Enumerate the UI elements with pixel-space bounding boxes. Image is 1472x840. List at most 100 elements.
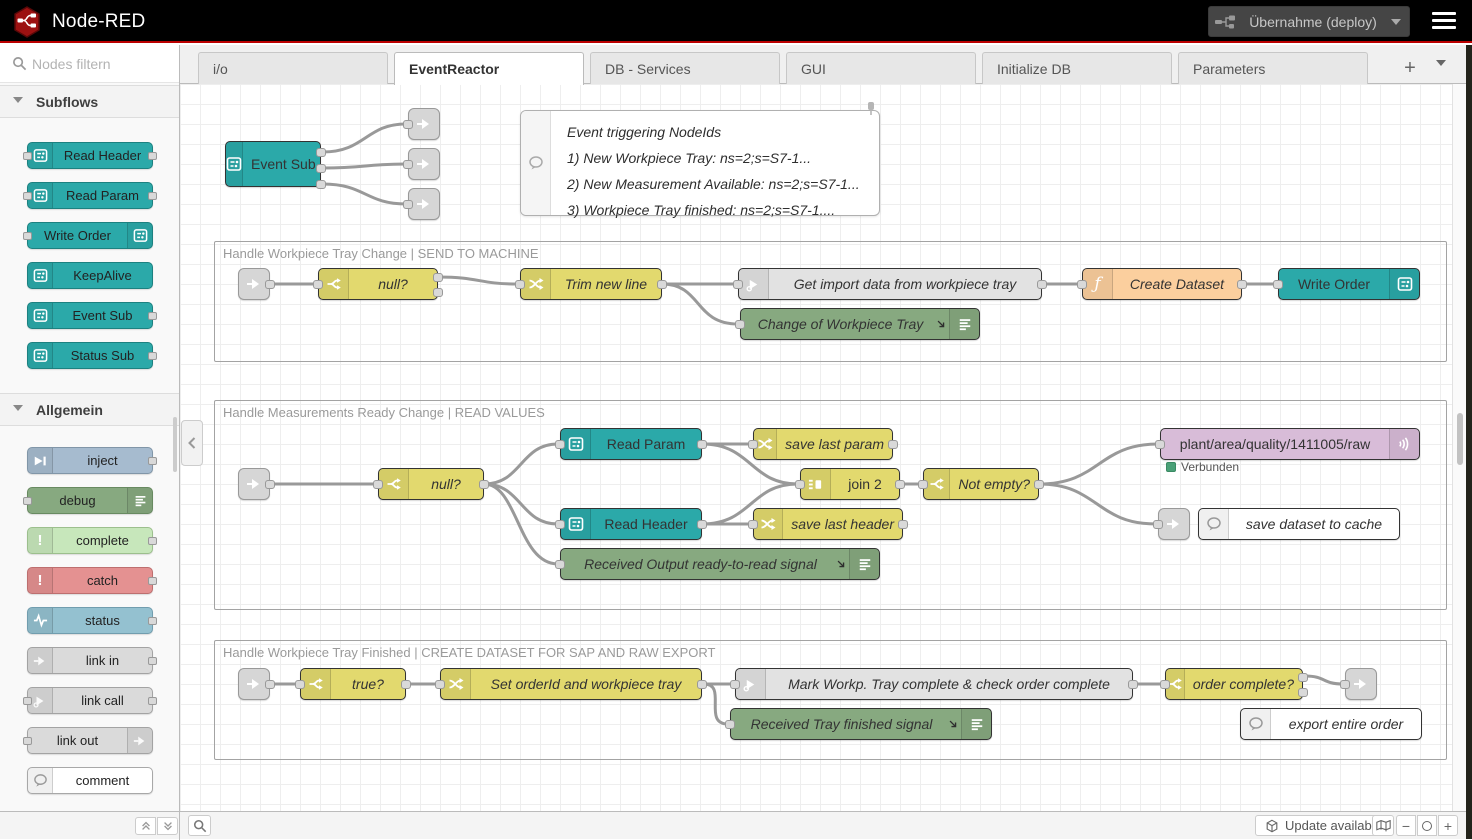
node-port[interactable] [435,680,445,689]
group-send-to-machine[interactable]: Handle Workpiece Tray Change | SEND TO M… [214,241,1447,362]
expand-all-button[interactable] [157,817,178,835]
node-port[interactable] [313,280,323,289]
node-port[interactable] [555,520,565,529]
node-port[interactable] [316,180,326,189]
node-subflow-write-order[interactable]: Write Order [1273,268,1420,300]
node-link-in[interactable] [238,468,275,500]
node-comment-export-order[interactable]: export entire order [1240,708,1422,740]
node-port[interactable] [1037,280,1047,289]
palette-section-subflows[interactable]: Subflows [0,85,179,118]
node-link-in[interactable] [238,668,275,700]
node-port[interactable] [730,680,740,689]
tab-db-services[interactable]: DB - Services [590,52,780,84]
node-port[interactable] [479,480,489,489]
node-port[interactable] [148,192,157,200]
node-port[interactable] [433,273,443,282]
zoom-in-button[interactable]: + [1438,815,1458,836]
node-port[interactable] [23,232,32,240]
node-debug-received-tray-finished[interactable]: Received Tray finished signal [725,708,992,740]
node-port[interactable] [1160,680,1170,689]
tab-gui[interactable]: GUI [786,52,976,84]
node-port[interactable] [1128,680,1138,689]
node-switch-true[interactable]: true? [295,668,411,700]
node-port[interactable] [555,560,565,569]
node-port[interactable] [148,537,157,545]
zoom-out-button[interactable]: − [1396,815,1416,836]
collapse-all-button[interactable] [135,817,156,835]
node-port[interactable] [1155,440,1165,449]
palette-node-inject[interactable]: inject [27,447,157,474]
palette-search[interactable] [0,45,179,83]
palette-node-link-out[interactable]: link out [23,727,153,754]
node-link-out[interactable] [403,188,440,220]
node-port[interactable] [898,520,908,529]
node-port[interactable] [148,312,157,320]
node-switch-not-empty[interactable]: Not empty? [918,468,1044,500]
node-port[interactable] [697,440,707,449]
node-link-call-get-import[interactable]: Get import data from workpiece tray [733,268,1047,300]
node-mqtt-out[interactable]: plant/area/quality/1411005/raw [1155,428,1420,460]
palette-node-link-in[interactable]: link in [27,647,157,674]
node-port[interactable] [403,160,413,169]
node-port[interactable] [265,280,275,289]
palette-node-keepalive[interactable]: KeepAlive [27,262,153,289]
node-event-sub[interactable]: Event Sub [225,141,326,189]
node-port[interactable] [1298,673,1308,682]
zoom-reset-button[interactable] [1417,815,1437,836]
node-port[interactable] [697,680,707,689]
scrollbar-thumb[interactable] [1457,413,1463,465]
node-port[interactable] [316,164,326,173]
canvas-scrollbar[interactable] [1452,84,1466,811]
node-switch-order-complete[interactable]: order complete? [1160,668,1308,700]
palette-node-status-sub[interactable]: Status Sub [27,342,157,369]
tab-eventreactor[interactable]: EventReactor [394,52,584,85]
node-port[interactable] [725,720,735,729]
palette-node-debug[interactable]: debug [23,487,153,514]
node-port[interactable] [748,440,758,449]
node-port[interactable] [657,280,667,289]
node-port[interactable] [23,697,32,705]
node-port[interactable] [735,320,745,329]
node-port[interactable] [148,352,157,360]
tab-io[interactable]: i/o [198,52,388,84]
node-port[interactable] [265,480,275,489]
node-port[interactable] [1034,480,1044,489]
palette-scrollbar[interactable] [173,417,177,472]
node-port[interactable] [1340,680,1350,689]
node-debug-received-output-signal[interactable]: Received Output ready-to-read signal [555,548,880,580]
node-port[interactable] [1153,520,1163,529]
node-port[interactable] [148,457,157,465]
node-port[interactable] [295,680,305,689]
palette-node-complete[interactable]: ! complete [27,527,157,554]
palette-node-read-header[interactable]: Read Header [23,142,157,169]
node-change-set-orderid[interactable]: Set orderId and workpiece tray [435,668,707,700]
palette-node-catch[interactable]: ! catch [27,567,157,594]
node-port[interactable] [697,520,707,529]
node-port[interactable] [1273,280,1283,289]
node-port[interactable] [895,480,905,489]
palette-node-write-order[interactable]: Write Order [23,222,153,249]
node-link-out[interactable] [403,148,440,180]
tab-parameters[interactable]: Parameters [1178,52,1368,84]
node-port[interactable] [23,737,32,745]
node-port[interactable] [373,480,383,489]
node-change-trim-new-line[interactable]: Trim new line [515,268,667,300]
node-debug-change-of-workpiece-tray[interactable]: Change of Workpiece Tray [735,308,980,340]
node-comment-save-dataset[interactable]: save dataset to cache [1198,508,1400,540]
node-port[interactable] [1077,280,1087,289]
node-subflow-read-param[interactable]: Read Param [555,428,707,460]
group-read-values[interactable]: Handle Measurements Ready Change | READ … [214,400,1447,610]
canvas-search-button[interactable] [188,815,211,836]
node-port[interactable] [795,480,805,489]
flow-canvas[interactable]: Handle Workpiece Tray Change | SEND TO M… [180,84,1452,811]
palette-section-general[interactable]: Allgemein [0,393,179,426]
node-port[interactable] [433,288,443,297]
node-port[interactable] [403,120,413,129]
node-port[interactable] [316,148,326,157]
node-port[interactable] [748,520,758,529]
navigator-button[interactable] [1372,815,1394,836]
node-port[interactable] [918,480,928,489]
node-switch-null-2[interactable]: null? [373,468,489,500]
palette-node-event-sub[interactable]: Event Sub [27,302,157,329]
node-port[interactable] [148,697,157,705]
